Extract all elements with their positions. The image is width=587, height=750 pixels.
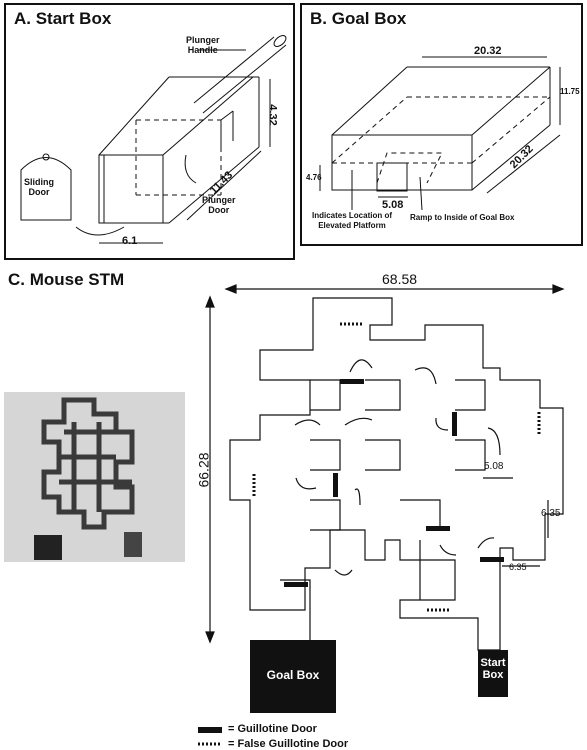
start-box-label: Start Box xyxy=(480,657,506,681)
legend-guillotine: = Guillotine Door xyxy=(228,723,317,735)
plunger-door-label: Plunger Door xyxy=(202,195,236,215)
goal-box-label: Goal Box xyxy=(266,668,320,682)
legend-false-guillotine: = False Guillotine Door xyxy=(228,738,349,750)
maze-dim-1: 5.08 xyxy=(484,461,504,472)
maze-dim-3: 6.35 xyxy=(509,562,527,572)
plunger-handle-label: Plunger Handle xyxy=(186,35,220,55)
goal-box-drawing xyxy=(319,56,561,211)
goal-box-panel: B. Goal Box 20.32 xyxy=(300,3,583,246)
sliding-door-label: Sliding Door xyxy=(24,177,54,197)
panel-b-title: B. Goal Box xyxy=(310,9,407,28)
goal-box-platform-dim: 4.76 xyxy=(306,173,322,182)
goal-box-height-dim: 11.75 xyxy=(560,87,580,96)
maze-width-dim: 68.58 xyxy=(382,271,418,287)
panel-c-title: C. Mouse STM xyxy=(8,270,125,289)
ramp-label: Ramp to Inside of Goal Box xyxy=(410,213,515,222)
start-box-panel: A. Start Box xyxy=(4,3,295,260)
panel-a-title: A. Start Box xyxy=(14,9,112,28)
maze-dim-2: 6.35 xyxy=(541,508,561,519)
platform-label: Indicates Location of Elevated Platform xyxy=(312,211,393,230)
start-box-width-dim: 6.1 xyxy=(122,235,138,247)
start-box-drawing xyxy=(20,35,287,244)
goal-box-top-dim: 20.32 xyxy=(474,45,502,57)
goal-box-ramp-dim: 5.08 xyxy=(382,199,404,211)
maze-photo xyxy=(4,392,185,562)
maze-height-dim: 66.28 xyxy=(195,452,212,488)
